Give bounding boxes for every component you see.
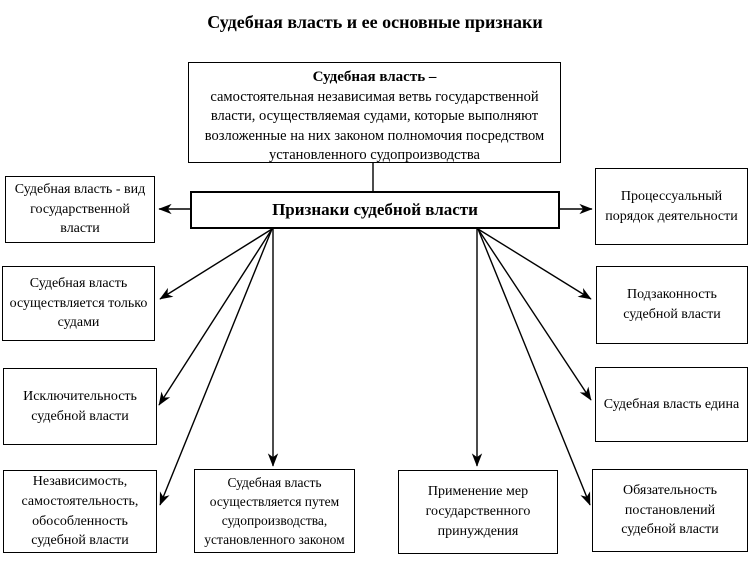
arrow-hub-right-3 [477, 228, 591, 506]
arrow-hub-left-1 [159, 228, 273, 300]
arrow-hub-left-2 [158, 228, 273, 406]
feature-box-left-exclusivity: Исключительность судебной власти [3, 368, 157, 445]
feature-box-left-type-of-state-power: Судебная власть - вид государственной вл… [5, 176, 155, 243]
hub-box-features: Признаки судебной власти [190, 191, 560, 229]
feature-box-right-procedural-order: Процессуальный порядок деятельности [595, 168, 748, 245]
feature-box-bottom-state-coercion: Применение мер государственного принужде… [398, 470, 558, 554]
definition-body: самостоятельная независимая ветвь госуда… [204, 88, 545, 163]
feature-box-bottom-court-proceedings: Судебная власть осуществляется путем суд… [194, 469, 355, 553]
page-title: Судебная власть и ее основные признаки [207, 12, 543, 32]
arrow-hub-right-1 [477, 228, 592, 300]
feature-box-right-binding-rulings: Обязательность постановлений судебной вл… [592, 469, 748, 552]
feature-box-left-only-courts: Судебная власть осуществляется только су… [2, 266, 155, 341]
definition-heading: Судебная власть – [312, 69, 437, 85]
feature-box-left-independence: Независимость, самостоятельность, обособ… [3, 470, 157, 553]
arrow-hub-right-2 [477, 228, 592, 401]
feature-box-right-sublegality: Подзаконность судебной власти [596, 266, 748, 344]
definition-box: Судебная власть – самостоятельная незави… [188, 62, 561, 163]
feature-box-right-unity: Судебная власть едина [595, 367, 748, 442]
arrow-hub-left-3 [159, 228, 273, 506]
